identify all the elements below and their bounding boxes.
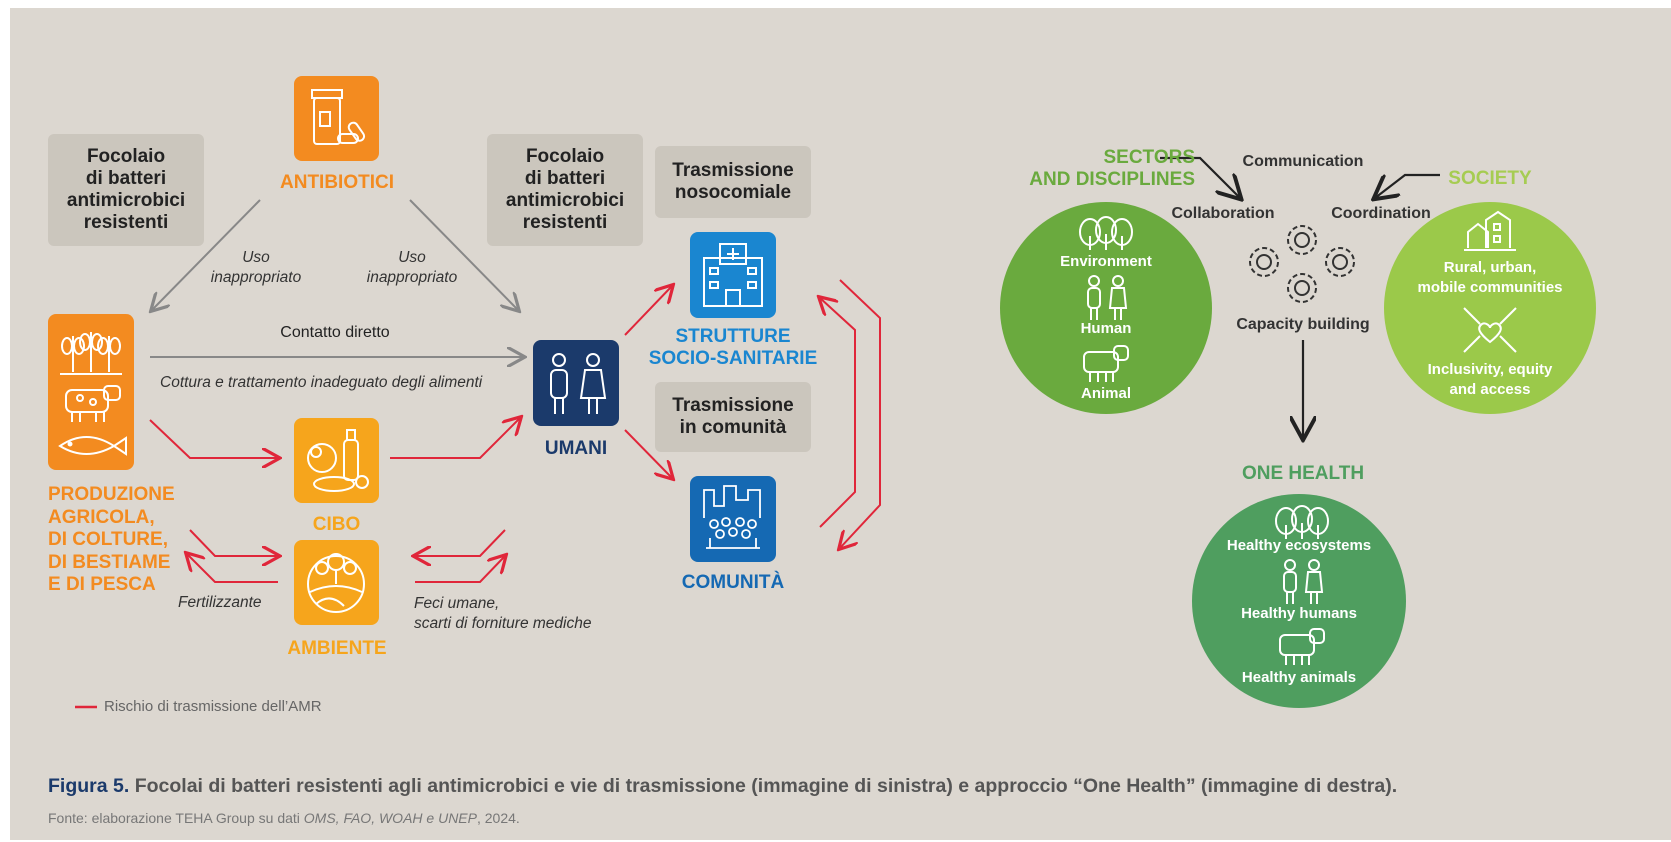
human-label: Human (1080, 320, 1132, 337)
antibiotici-label: ANTIBIOTICI (280, 172, 394, 193)
hands-heart-icon (1463, 307, 1517, 353)
farm-icons (58, 332, 127, 456)
focolaio-box-center: Focolaio di batteri antimicrobici resist… (487, 134, 643, 246)
fish-icon (58, 436, 127, 456)
trees-icon (1079, 216, 1133, 250)
strutture-tile (690, 232, 776, 318)
healthy-animals-label: Healthy animals (1241, 669, 1357, 686)
healthy-ecosystems-label: Healthy ecosystems (1226, 537, 1372, 554)
figure-panel (10, 8, 1671, 840)
environment-label: Environment (1060, 253, 1152, 270)
capacity-building-label: Capacity building (1236, 316, 1370, 333)
people-icon (550, 353, 607, 414)
umani-tile (533, 340, 619, 426)
legend-label: Rischio di trasmissione dell’AMR (104, 698, 322, 715)
rural-communities-label: Rural, urban, mobile communities (1417, 259, 1563, 296)
ambiente-tile (294, 540, 379, 625)
arrow-cibo-to-umani (390, 418, 520, 459)
arrow-ambiente-to-produzione (187, 554, 278, 583)
society-circle (1384, 202, 1596, 414)
arrow-strutture-to-comunita (840, 279, 881, 548)
one-health-title: ONE HEALTH (1241, 463, 1365, 484)
source-italic: OMS, FAO, WOAH e UNEP (303, 810, 477, 826)
human-icon (1087, 275, 1128, 320)
animal-label: Animal (1080, 385, 1131, 402)
figure-title: Focolai di batteri resistenti agli antim… (134, 775, 1398, 797)
antibiotici-tile (294, 76, 379, 161)
comunita-tile (690, 476, 776, 562)
gears-icon (1249, 225, 1355, 303)
figure-number: Figura 5. (48, 775, 130, 797)
arrow-umani-to-strutture (624, 286, 672, 336)
crops-icon (60, 332, 122, 375)
cow-icon (65, 385, 121, 422)
healthy-humans-icon (1283, 559, 1324, 604)
communication-label: Communication (1242, 153, 1364, 170)
arrow-produzione-to-ambiente (189, 529, 278, 556)
healthy-trees-icon (1275, 505, 1329, 539)
arrow-umani-to-comunita (624, 429, 672, 478)
figure-source: Fonte: elaborazione TEHA Group su dati O… (48, 810, 1048, 826)
source-suffix: , 2024. (476, 810, 520, 826)
arrow-society-to-center (1375, 173, 1440, 198)
umani-label: UMANI (544, 438, 608, 459)
inclusivity-label: Inclusivity, equity and access (1427, 361, 1553, 398)
animal-icon (1083, 345, 1129, 382)
comunita-label: COMUNITÀ (681, 572, 785, 593)
food-icon (307, 429, 369, 492)
uso-inappropriato-left: Uso inappropriato (210, 249, 302, 286)
ambiente-label: AMBIENTE (287, 638, 387, 659)
arrow-antibiotici-to-umani (409, 199, 518, 310)
fertilizzante-label: Fertilizzante (178, 594, 262, 611)
society-label: SOCIETY (1448, 168, 1532, 189)
uso-inappropriato-right: Uso inappropriato (366, 249, 458, 286)
source-prefix: Fonte: elaborazione TEHA Group su dati (48, 810, 304, 826)
arrow-antibiotici-to-produzione (152, 199, 261, 310)
arrow-umani-to-ambiente (415, 529, 506, 556)
arrow-sectors-to-center (1160, 156, 1240, 198)
arrow-ambiente-to-umani (415, 556, 505, 583)
produzione-tile (48, 314, 134, 470)
contatto-diretto-label: Contatto diretto (280, 324, 390, 341)
healthy-humans-label: Healthy humans (1241, 605, 1357, 622)
figure-caption: Figura 5. Focolai di batteri resistenti … (48, 775, 1648, 798)
cibo-tile (294, 418, 379, 503)
community-icon (703, 485, 761, 549)
cibo-label: CIBO (312, 514, 361, 535)
collaboration-label: Collaboration (1171, 205, 1275, 222)
one-health-circle (1192, 494, 1406, 708)
feci-label: Feci umane, scarti di forniture mediche (414, 595, 592, 632)
trasmissione-comunita-box: Trasmissione in comunità (655, 382, 811, 452)
coordination-label: Coordination (1331, 205, 1431, 222)
hospital-icon (703, 243, 763, 307)
arrow-comunita-to-strutture (820, 298, 856, 528)
environment-icon (307, 553, 365, 613)
pill-bottle-icon (311, 89, 366, 145)
trasmissione-nosocomiale-box: Trasmissione nosocomiale (655, 146, 811, 218)
produzione-label: PRODUZIONE AGRICOLA, DI COLTURE, DI BEST… (48, 484, 175, 595)
town-icon (1464, 210, 1516, 251)
arrow-produzione-to-cibo (149, 419, 278, 458)
strutture-label: STRUTTURE SOCIO-SANITARIE (648, 326, 818, 369)
cottura-label: Cottura e trattamento inadeguato degli a… (160, 374, 483, 391)
sectors-label: SECTORS AND DISCIPLINES (1029, 147, 1195, 190)
healthy-animals-icon (1279, 628, 1325, 665)
focolaio-box-left: Focolaio di batteri antimicrobici resist… (48, 134, 204, 246)
